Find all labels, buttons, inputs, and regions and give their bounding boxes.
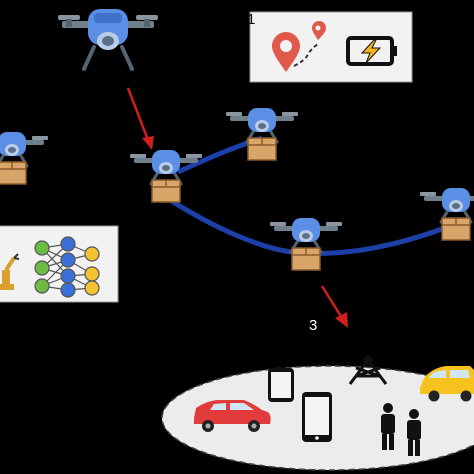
drone-parcel-icon (268, 216, 344, 272)
neural-network-icon (34, 236, 100, 298)
drone-icon (56, 7, 160, 71)
panel-neural-network (0, 225, 119, 303)
robot-arm-icon (0, 253, 20, 290)
ground-users-area (161, 355, 474, 471)
smartphone-icon (268, 368, 294, 402)
step-label-3: 3 (309, 317, 317, 334)
drone-parcel-icon (128, 148, 204, 204)
cell-tower-icon (348, 355, 388, 385)
arrow-down-icon (320, 285, 348, 328)
step-label-1: 1 (247, 11, 255, 28)
location-pin-icon (272, 21, 326, 72)
arrow-down-icon (126, 87, 154, 150)
drone-parcel-icon (224, 106, 300, 162)
drone-parcel-icon (0, 130, 50, 186)
car-icon (194, 400, 271, 432)
battery-icon (346, 36, 397, 66)
panel-location-battery: 1 (247, 11, 413, 83)
car-icon (420, 366, 474, 402)
smartphone-icon (302, 392, 332, 442)
